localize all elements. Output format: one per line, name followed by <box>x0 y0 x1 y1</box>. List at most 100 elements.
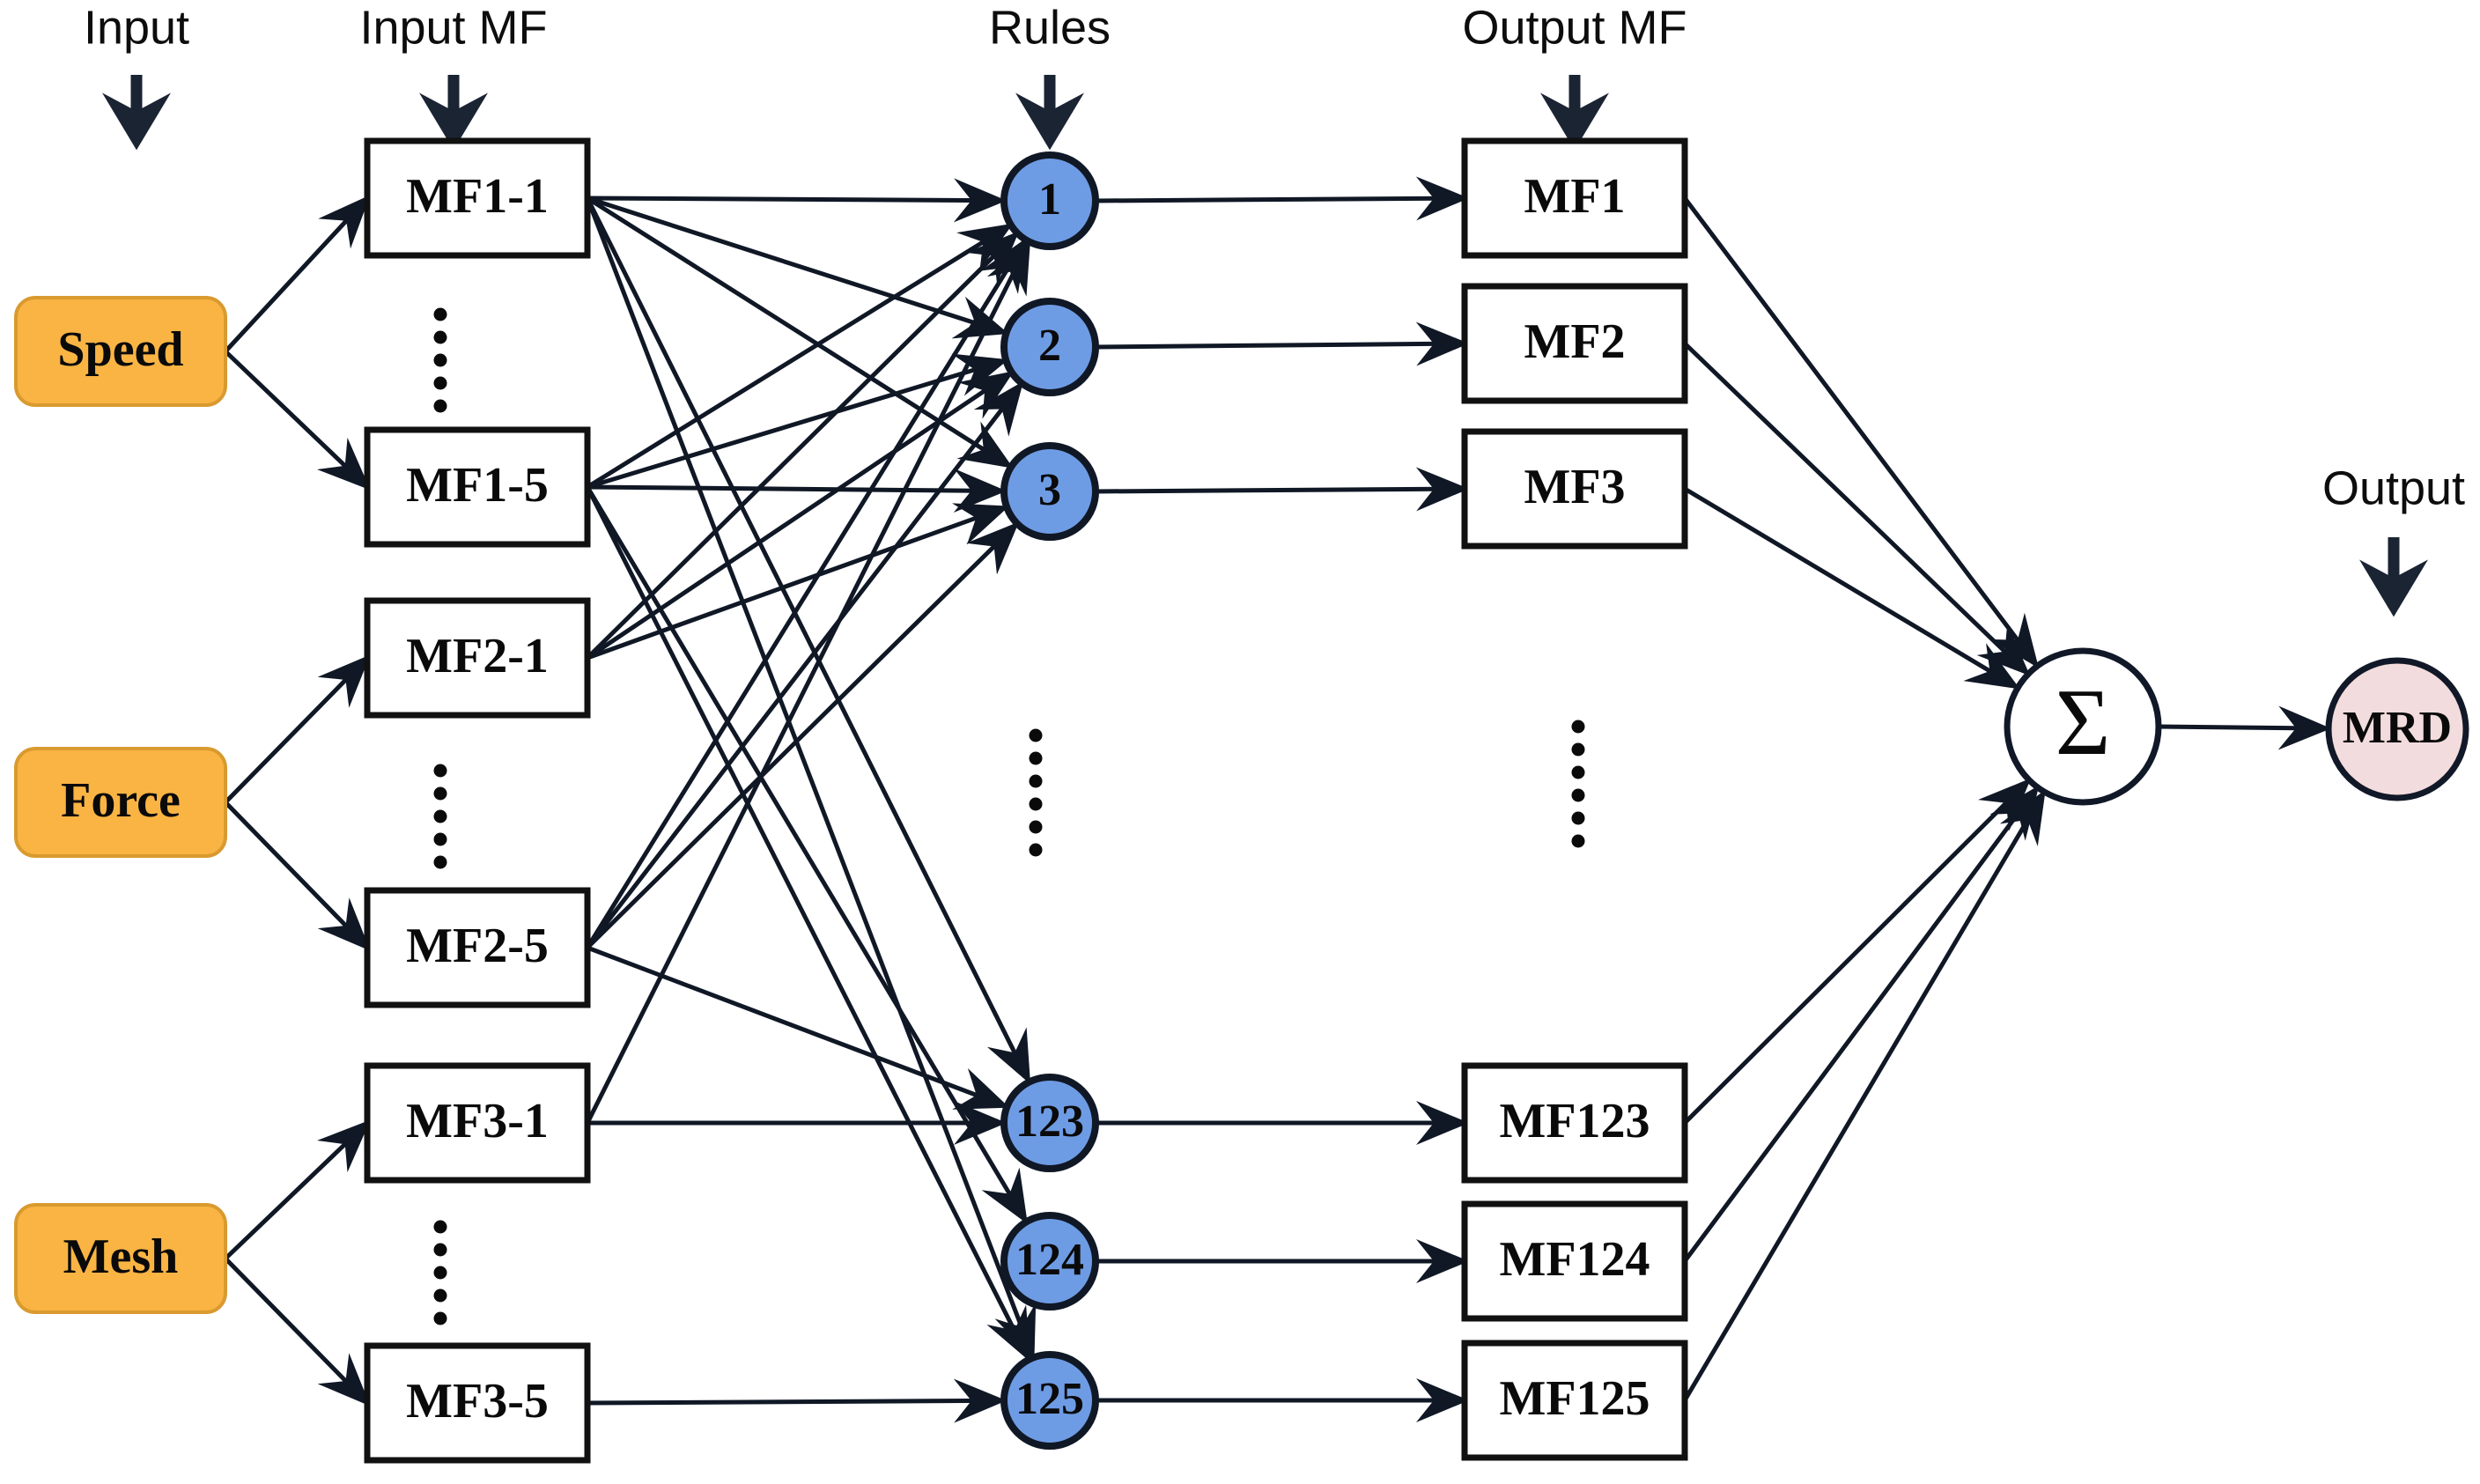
input-mf-box-mf1-5: MF1-5 <box>364 426 591 548</box>
output-mf-box-label-outmf1: MF1 <box>1524 169 1625 224</box>
edge-outmf1-to-sigma <box>1683 196 2040 668</box>
rule-label-rule-2: 2 <box>1038 321 1061 371</box>
input-mf-box-shape-mf2-5 <box>364 887 591 1008</box>
output-mf-box-shape-outmf3 <box>1461 428 1688 550</box>
edge-mf2-5-to-rule-2 <box>586 380 1024 949</box>
rule-label-rule-124: 124 <box>1015 1235 1084 1285</box>
edge-rule-3-to-outmf3 <box>1095 467 1469 512</box>
input-node-label-force: Force <box>61 773 181 828</box>
output-mf-box-label-outmf125: MF125 <box>1499 1371 1650 1426</box>
header-output: Output <box>2322 461 2465 617</box>
edge-mf1-1-to-rule-125 <box>585 197 1037 1361</box>
input-mf-box-label-mf1-5: MF1-5 <box>406 458 549 513</box>
rule-node-rule-123: 123 <box>1000 1074 1099 1172</box>
edge-mf1-1-to-rule-123 <box>585 196 1031 1085</box>
header-label-input: Input <box>84 1 189 54</box>
ellipsis-dot <box>433 376 447 390</box>
output-mf-box-outmf124: MF124 <box>1461 1200 1688 1322</box>
ellipsis-dots-layer <box>433 307 1585 1325</box>
ellipsis-dot <box>433 1266 447 1280</box>
edge-mf3-5-to-rule-125 <box>587 1378 1008 1423</box>
edge-speed-to-mf1-1 <box>224 195 371 353</box>
edge-force-to-mf2-5 <box>224 801 371 951</box>
input-node-label-speed: Speed <box>57 322 183 377</box>
input-node-force: Force <box>14 747 227 858</box>
edge-rule-2-to-outmf2 <box>1095 321 1469 366</box>
edge-mf1-1-to-rule-3 <box>586 196 1014 469</box>
input-mf-box-shape-mf1-1 <box>364 137 591 259</box>
ellipsis-dot <box>1029 728 1043 742</box>
ellipsis-dot <box>1029 820 1043 834</box>
ellipsis-dot <box>1029 774 1043 788</box>
ellipsis-dot <box>1029 751 1043 765</box>
edge-mesh-to-mf3-1 <box>224 1119 371 1260</box>
output-node: MRD <box>2325 657 2469 801</box>
input-mf-box-shape-mf1-5 <box>364 426 591 548</box>
rule-circle-rule-123 <box>1000 1074 1099 1172</box>
ellipsis-dot <box>1029 797 1043 811</box>
rule-node-rule-125: 125 <box>1000 1351 1099 1450</box>
ellipsis-dots-mf1 <box>433 307 447 413</box>
rule-label-rule-1: 1 <box>1038 174 1061 225</box>
edge-mf2-5-to-rule-3 <box>586 521 1020 949</box>
ellipsis-dot <box>433 1243 447 1257</box>
ellipsis-dot <box>1571 788 1585 802</box>
ellipsis-dot <box>433 809 447 823</box>
output-mf-box-outmf123: MF123 <box>1461 1062 1688 1184</box>
ellipsis-dot <box>433 353 447 367</box>
header-label-output-mf: Output MF <box>1462 1 1687 54</box>
input-mf-box-mf3-1: MF3-1 <box>364 1062 591 1184</box>
ellipsis-dot <box>1571 742 1585 757</box>
headers-layer: Input Input MF Rules Output MF Output <box>84 1 2465 617</box>
output-mf-box-shape-outmf124 <box>1461 1200 1688 1322</box>
ellipsis-dot <box>1571 811 1585 825</box>
edge-mf1-5-to-rule-2 <box>587 353 1009 490</box>
output-mf-box-label-outmf2: MF2 <box>1524 314 1625 369</box>
rule-node-rule-3: 3 <box>1000 442 1099 541</box>
edge-outmf3-to-sigma <box>1683 486 2020 690</box>
ellipsis-dot <box>1571 765 1585 779</box>
input-mf-box-shape-mf2-1 <box>364 597 591 719</box>
input-mf-box-mf2-1: MF2-1 <box>364 597 591 719</box>
ellipsis-dot <box>433 855 447 869</box>
rule-circle-rule-3 <box>1000 442 1099 541</box>
ellipsis-dots-outmf <box>1571 720 1585 848</box>
input-mf-box-shape-mf3-1 <box>364 1062 591 1184</box>
rule-node-rule-2: 2 <box>1000 298 1099 396</box>
header-label-output: Output <box>2322 461 2465 514</box>
ellipsis-dot <box>1029 843 1043 857</box>
edge-mf1-5-to-rule-125 <box>585 485 1030 1362</box>
ellipsis-dots-mf3 <box>433 1220 447 1325</box>
ellipsis-dot <box>433 1311 447 1325</box>
input-node-label-mesh: Mesh <box>63 1229 179 1284</box>
input-node-mesh: Mesh <box>14 1203 227 1314</box>
input-mf-box-mf2-5: MF2-5 <box>364 887 591 1008</box>
edges-layer <box>224 176 2332 1423</box>
input-mf-box-shape-mf3-5 <box>364 1342 591 1464</box>
input-mf-box-mf3-5: MF3-5 <box>364 1342 591 1464</box>
edge-outmf123-to-sigma <box>1683 778 2032 1125</box>
edge-mf2-1-to-rule-2 <box>586 371 1015 661</box>
ellipsis-dot <box>1571 720 1585 734</box>
header-rules: Rules <box>989 1 1111 151</box>
header-label-rules: Rules <box>989 1 1111 54</box>
input-node-speed: Speed <box>14 296 227 407</box>
summation-circle <box>2004 647 2162 806</box>
input-node-shape-speed <box>14 296 227 407</box>
edge-sigma-to-mrd <box>2158 705 2332 750</box>
output-mf-box-outmf3: MF3 <box>1461 428 1688 550</box>
output-mf-box-shape-outmf1 <box>1461 137 1688 259</box>
output-mf-box-shape-outmf123 <box>1461 1062 1688 1184</box>
edge-force-to-mf2-1 <box>224 654 371 804</box>
edge-mf2-5-to-rule-123 <box>587 945 1010 1110</box>
output-mf-box-label-outmf3: MF3 <box>1524 460 1625 514</box>
output-mf-box-outmf125: MF125 <box>1461 1340 1688 1461</box>
header-input-mf: Input MF <box>359 1 548 151</box>
output-mf-box-shape-outmf125 <box>1461 1340 1688 1461</box>
edge-mf2-1-to-rule-3 <box>587 503 1009 661</box>
ellipsis-dot <box>433 330 447 344</box>
rule-circle-rule-125 <box>1000 1351 1099 1450</box>
rule-label-rule-3: 3 <box>1038 465 1061 515</box>
